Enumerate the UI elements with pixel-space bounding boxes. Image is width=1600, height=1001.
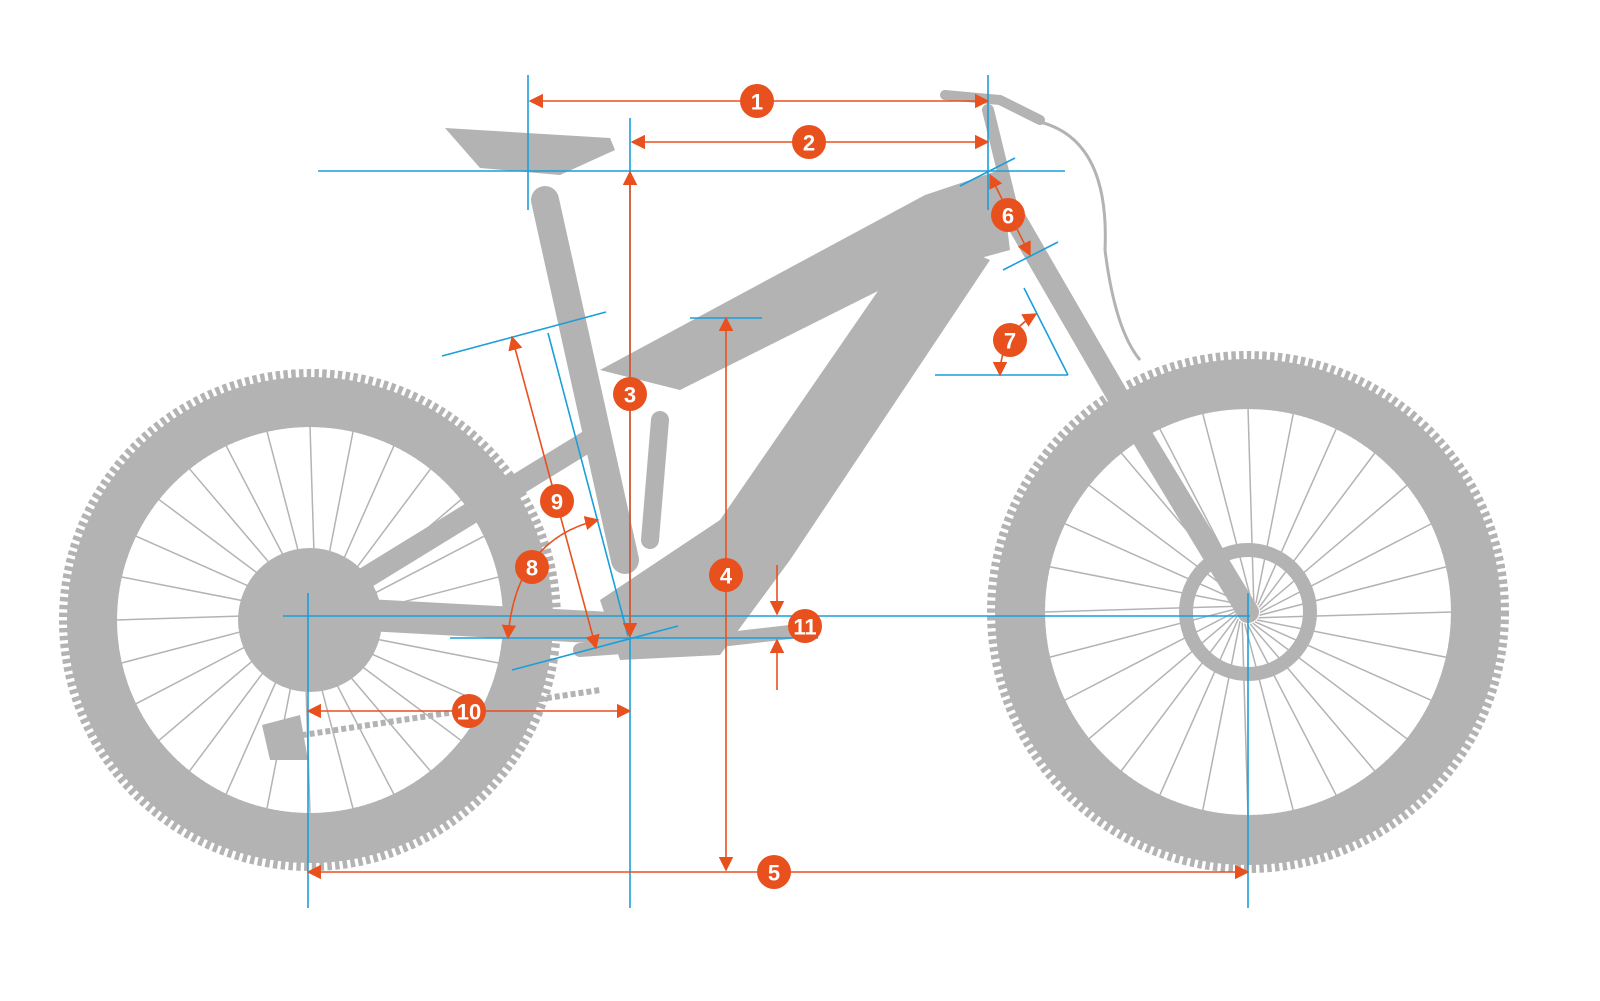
svg-text:8: 8: [526, 556, 538, 581]
badge-11: 11: [788, 609, 822, 643]
spoke: [1244, 623, 1295, 812]
spoke: [1255, 412, 1295, 604]
spoke: [1241, 622, 1249, 817]
spoke: [1043, 605, 1238, 613]
spoke: [1254, 621, 1433, 702]
spoke: [1048, 608, 1237, 659]
spoke: [1259, 565, 1448, 616]
chain: [269, 687, 601, 743]
spoke: [1201, 412, 1252, 601]
spoke: [1258, 611, 1453, 619]
brake-cable: [1039, 120, 1142, 361]
spoke: [1088, 613, 1237, 740]
badge-5: 5: [757, 855, 791, 889]
saddle: [445, 128, 615, 175]
spoke: [1257, 427, 1338, 606]
badge-4: 4: [709, 558, 743, 592]
svg-text:4: 4: [720, 564, 733, 589]
spoke: [1201, 620, 1241, 812]
spoke: [1063, 522, 1242, 603]
badge-6: 6: [991, 198, 1025, 232]
spoke: [1259, 484, 1408, 611]
spoke: [1158, 618, 1239, 797]
spoke: [1247, 407, 1255, 602]
badge-7: 7: [993, 323, 1027, 357]
spoke: [1120, 616, 1238, 772]
derailleur: [262, 715, 308, 760]
spoke: [1258, 452, 1376, 608]
svg-text:2: 2: [803, 131, 815, 156]
badges: 1 2 3 4 5 6 7 8 9 10 11: [452, 84, 1027, 889]
svg-text:1: 1: [751, 90, 763, 115]
badge-1: 1: [740, 84, 774, 118]
svg-text:9: 9: [551, 490, 563, 515]
svg-text:10: 10: [457, 700, 481, 725]
badge-8: 8: [515, 550, 549, 584]
spoke: [1249, 623, 1376, 772]
spoke: [1063, 610, 1237, 702]
svg-text:3: 3: [624, 383, 636, 408]
badge-2: 2: [792, 125, 826, 159]
svg-text:7: 7: [1004, 329, 1016, 354]
badge-10: 10: [452, 694, 486, 728]
spoke: [1259, 522, 1433, 614]
badge-3: 3: [613, 377, 647, 411]
spoke: [1252, 622, 1408, 740]
spoke: [1256, 619, 1448, 659]
spoke: [1246, 623, 1338, 797]
badge-9: 9: [540, 484, 574, 518]
svg-text:5: 5: [768, 861, 780, 886]
svg-text:6: 6: [1002, 204, 1014, 229]
spoke: [1048, 565, 1240, 605]
svg-text:11: 11: [793, 615, 816, 640]
